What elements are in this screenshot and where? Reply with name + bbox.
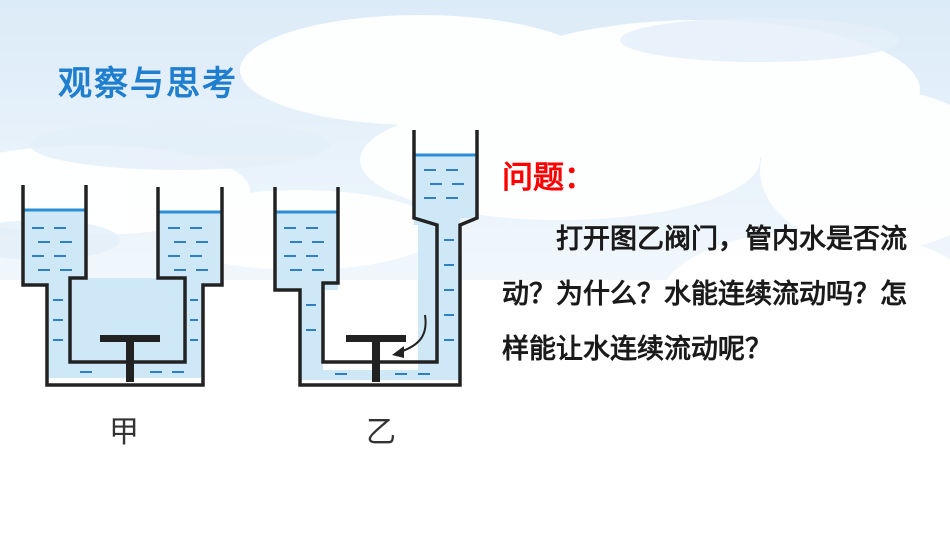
label-jia: 甲 xyxy=(109,415,139,450)
question-text: 打开图乙阀门，管内水是否流动？为什么？水能连续流动吗？怎样能让水连续流动呢？ xyxy=(502,224,907,365)
vessel-jia xyxy=(21,185,224,387)
question-label: 问题： xyxy=(502,160,595,196)
label-yi: 乙 xyxy=(366,415,396,450)
page-title: 观察与思考 xyxy=(58,64,238,104)
vessel-yi xyxy=(273,130,479,387)
